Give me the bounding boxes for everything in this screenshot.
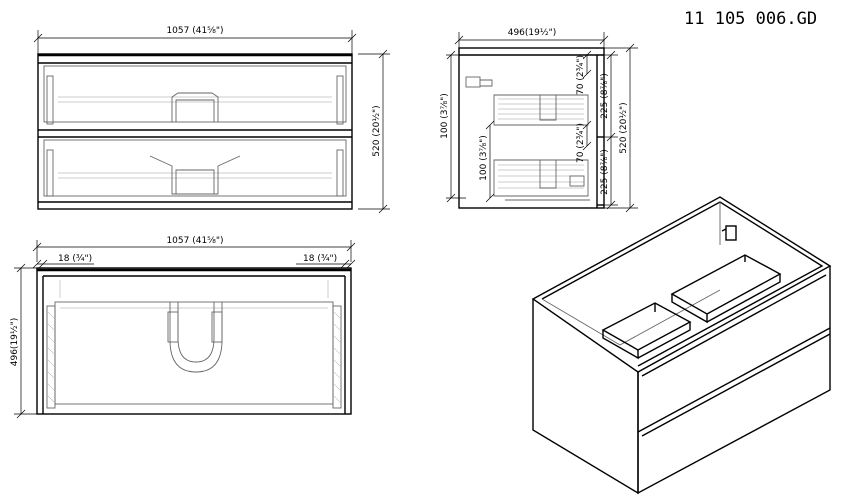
- front-view: 1057 (41⅝") 520 (20½"): [33, 26, 390, 214]
- side-upper-drawer-label: 225 (8⅞"): [600, 73, 610, 119]
- top-width-label: 1057 (41⅝"): [166, 236, 223, 246]
- side-lower-drawer-label: 225 (8⅞"): [600, 149, 610, 195]
- drawing-number: 11 105 006.GD: [684, 9, 817, 29]
- side-upper-inner-label: 100 (3⅞"): [440, 93, 450, 139]
- top-left-side-label: 18 (¾"): [58, 254, 92, 264]
- isometric-view: [531, 196, 832, 495]
- top-depth-label: 496(19½"): [10, 318, 20, 367]
- side-lower-inner-label: 100 (3⅞"): [479, 135, 489, 181]
- side-top-gap-label: 70 (2¾"): [576, 55, 586, 95]
- side-view: 496(19½") 100 (3⅞") 100 (3⅞"): [440, 28, 638, 213]
- top-right-side-label: 18 (¾"): [303, 254, 337, 264]
- side-mid-gap-label: 70 (2¾"): [576, 123, 586, 163]
- front-height-label: 520 (20½"): [372, 105, 382, 156]
- front-width-label: 1057 (41⅝"): [166, 26, 223, 36]
- side-height-label: 520 (20½"): [619, 102, 629, 153]
- top-view: 1057 (41⅝") 18 (¾") 18 (¾"): [10, 236, 356, 419]
- side-depth-label: 496(19½"): [508, 28, 557, 38]
